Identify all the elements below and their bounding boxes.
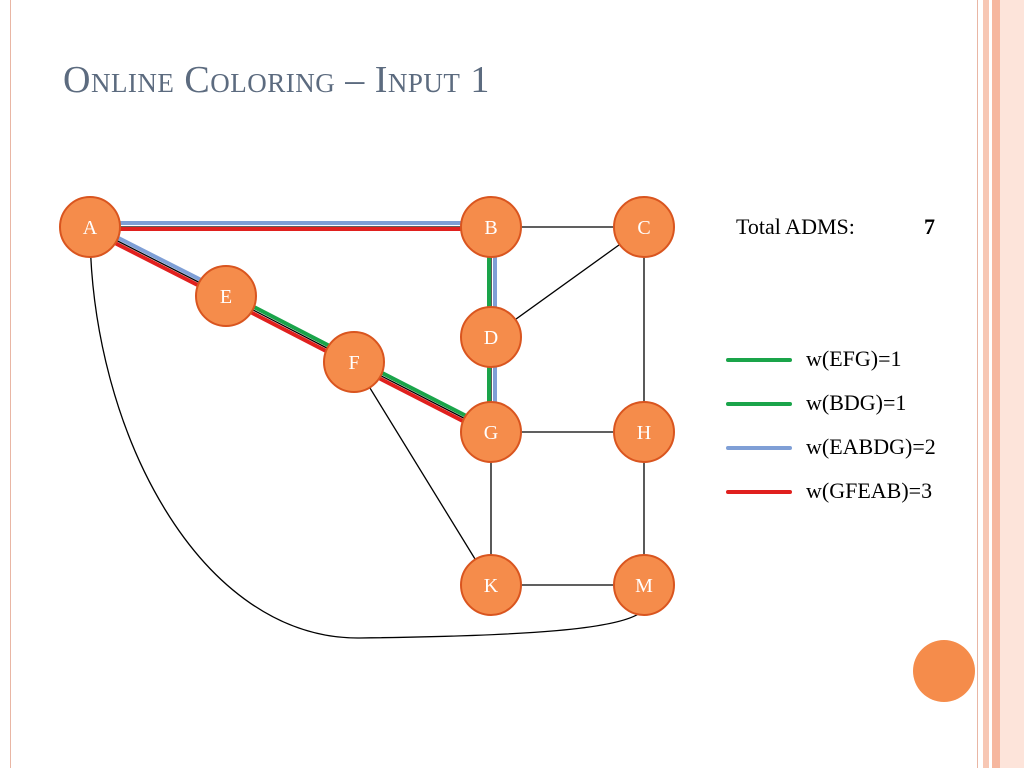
node-circle (613, 196, 675, 258)
node-label: C (637, 217, 650, 239)
legend-label: w(GFEAB)=3 (806, 478, 933, 503)
node-a: A (59, 196, 121, 258)
node-circle (460, 306, 522, 368)
legend-label: w(EABDG)=2 (806, 434, 936, 459)
edge-D-C (490, 226, 645, 338)
total-adms-label: Total ADMS: (736, 214, 855, 239)
node-label: M (635, 575, 653, 597)
slide-frame (10, 0, 978, 768)
decorative-side-stripes (980, 0, 1024, 768)
legend-swatch-green (726, 358, 792, 362)
node-circle (195, 265, 257, 327)
node-d: D (460, 306, 522, 368)
node-label: F (348, 352, 359, 374)
graph-nodes: A B C D E F G H K M (59, 196, 675, 616)
legend-swatch-blue (726, 446, 792, 450)
node-h: H (613, 401, 675, 463)
node-c: C (613, 196, 675, 258)
node-f: F (323, 331, 385, 393)
node-circle (59, 196, 121, 258)
node-circle (460, 401, 522, 463)
node-label: B (484, 217, 497, 239)
node-m: M (613, 554, 675, 616)
node-label: A (83, 217, 98, 239)
node-circle (323, 331, 385, 393)
node-circle (613, 554, 675, 616)
slide-title: Online Coloring – Input 1 (63, 59, 490, 101)
edge-A-M (89, 226, 645, 639)
legend-label: w(EFG)=1 (806, 346, 902, 371)
edge-F-K (353, 361, 492, 586)
node-circle (460, 554, 522, 616)
total-adms-value: 7 (924, 214, 935, 239)
decorative-circle (913, 640, 975, 702)
node-label: G (484, 422, 498, 444)
node-g: G (460, 401, 522, 463)
node-label: D (484, 327, 498, 349)
graph-edges (89, 226, 645, 639)
node-label: E (220, 286, 232, 308)
node-k: K (460, 554, 522, 616)
legend-label: w(BDG)=1 (806, 390, 907, 415)
node-label: K (484, 575, 499, 597)
node-e: E (195, 265, 257, 327)
node-label: H (637, 422, 651, 444)
node-b: B (460, 196, 522, 258)
node-circle (460, 196, 522, 258)
legend-swatch-red (726, 490, 792, 494)
legend-swatch-green (726, 402, 792, 406)
node-circle (613, 401, 675, 463)
